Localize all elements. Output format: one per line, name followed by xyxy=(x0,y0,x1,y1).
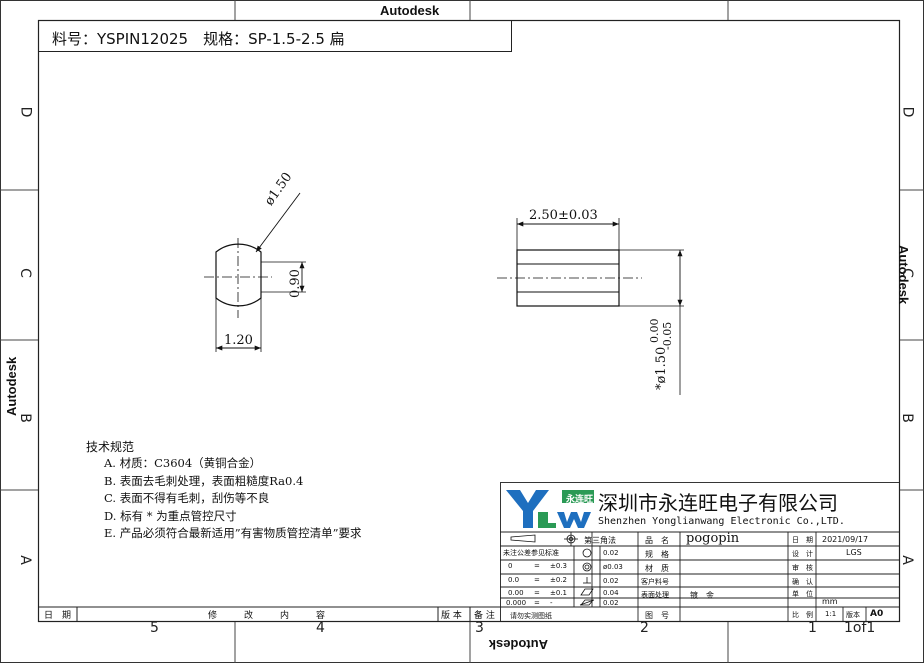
name-value: pogopin xyxy=(686,531,740,546)
surface-label: 表面处理 xyxy=(641,591,669,599)
revision-content-label: 修 改 内 容 xyxy=(208,611,326,621)
zone-col-2: 2 xyxy=(640,620,649,636)
tol-row-4-eq: = xyxy=(534,599,540,607)
pin-end-outline xyxy=(215,243,262,307)
sheet-count: 1of1 xyxy=(844,620,876,636)
company-logo-mark xyxy=(506,490,594,528)
projection-symbol xyxy=(510,532,578,546)
unit-label: 单 位 xyxy=(792,590,813,598)
pin-end-view xyxy=(204,192,306,352)
dim-tol-lower: -0.05 xyxy=(661,321,674,350)
watermark-left: Autodesk xyxy=(4,356,19,416)
dim-tol-upper: 0.00 xyxy=(648,318,661,344)
confirm-label: 确 认 xyxy=(792,578,813,586)
tol-row-3-eq: = xyxy=(534,589,540,597)
tol-row-4-range: 0.000 xyxy=(506,599,527,607)
zone-label-b-left: B xyxy=(16,413,33,423)
material-label: 材 质 xyxy=(645,564,669,573)
scale-value: 1:1 xyxy=(825,610,837,618)
zone-label-d-left: D xyxy=(17,106,34,118)
company-name-en: Shenzhen Yonglianwang Electronic Co.,LTD… xyxy=(598,516,845,527)
scale-label: 比 例 xyxy=(792,611,813,619)
notes-list: A. 材质：C3604（黄铜合金） B. 表面去毛刺处理，表面粗糙度Ra0.4 … xyxy=(104,455,361,543)
tol-row-2-tol: ±0.2 xyxy=(550,576,567,584)
review-label: 审 核 xyxy=(792,564,813,572)
tol-row-4-tol: - xyxy=(550,599,553,607)
note-e: E. 产品必须符合最新适用”有害物质管控清单”要求 xyxy=(104,526,362,541)
tolerance-header: 未注公差参见标准 xyxy=(503,549,559,557)
zone-label-d-right: D xyxy=(899,106,916,118)
spec-label: 规 格 xyxy=(645,550,669,559)
note-c: C. 表面不得有毛刺，刮伤等不良 xyxy=(104,491,270,506)
part-number-title: 料号：YSPIN12025 规格：SP-1.5-2.5 扁 xyxy=(52,30,345,48)
header-box xyxy=(38,20,512,52)
zone-col-5: 5 xyxy=(150,620,159,636)
gdt-value-circularity: 0.02 xyxy=(603,549,619,557)
zone-label-c-left: C xyxy=(16,268,33,278)
gdt-value-perpendicularity: 0.02 xyxy=(603,577,619,585)
dim-cylinder-diameter: *ø1.50 xyxy=(654,346,669,390)
note-a: A. 材质：C3604（黄铜合金） xyxy=(104,456,262,470)
zone-col-3: 3 xyxy=(475,620,484,636)
tol-row-3-range: 0.00 xyxy=(508,589,524,597)
revision-strip xyxy=(38,606,500,622)
company-name-cn: 深圳市永连旺电子有限公司 xyxy=(598,491,838,515)
company-logo-text: 永连旺 xyxy=(566,495,594,505)
tol-row-1-range: 0 xyxy=(508,562,513,570)
revision-remark-label: 备 注 xyxy=(474,611,495,621)
zone-label-a-right: A xyxy=(898,555,915,565)
surface-value: 镀 金 xyxy=(690,591,714,600)
note-d: D. 标有 * 为重点管控尺寸 xyxy=(104,508,237,523)
gdt-value-parallelism: 0.02 xyxy=(603,599,619,607)
note-b: B. 表面去毛刺处理，表面粗糙度Ra0.4 xyxy=(104,473,304,488)
unit-value: mm xyxy=(822,597,838,606)
tol-row-3-tol: ±0.1 xyxy=(550,589,567,597)
date-label: 日 期 xyxy=(792,536,813,544)
zone-label-b-right: B xyxy=(898,413,915,423)
zone-label-a-left: A xyxy=(16,555,33,565)
dim-flat-height: 0.90 xyxy=(288,269,303,298)
customer-part-label: 客户料号 xyxy=(641,578,669,586)
tol-row-1-eq: = xyxy=(534,562,540,570)
projection-label: 第三角法 xyxy=(584,536,616,545)
dim-length: 2.50±0.03 xyxy=(529,208,598,223)
version-label: 版本 xyxy=(846,611,860,619)
designer-label: 设 计 xyxy=(792,550,813,558)
title-block-grid xyxy=(500,482,900,622)
drawing-number-label: 图 号 xyxy=(645,611,669,620)
zone-label-c-right: C xyxy=(898,268,915,278)
tol-row-2-range: 0.0 xyxy=(508,576,520,584)
gdt-value-flatness: 0.04 xyxy=(603,589,619,597)
measure-note: 请勿实测图纸 xyxy=(510,612,552,620)
watermark-top: Autodesk xyxy=(380,3,440,18)
pin-side-outline xyxy=(516,249,620,307)
tol-row-2-eq: = xyxy=(534,576,540,584)
notes-title: 技术规范 xyxy=(86,440,135,454)
designer-value: LGS xyxy=(846,548,862,557)
pin-side-view xyxy=(497,218,684,395)
revision-date-label: 日 期 xyxy=(44,611,72,621)
revision-version-label: 版 本 xyxy=(441,611,462,621)
gdt-value-concentricity: ø0.03 xyxy=(603,563,623,571)
name-label: 品 名 xyxy=(645,536,669,545)
watermark-bottom: Autodesk xyxy=(488,637,548,652)
version-value: A0 xyxy=(870,609,884,619)
zone-col-4: 4 xyxy=(316,620,325,636)
date-value: 2021/09/17 xyxy=(822,535,869,544)
dim-width: 1.20 xyxy=(224,333,253,348)
gdt-symbols xyxy=(579,548,595,606)
tol-row-1-tol: ±0.3 xyxy=(550,562,567,570)
zone-col-1: 1 xyxy=(808,620,817,636)
